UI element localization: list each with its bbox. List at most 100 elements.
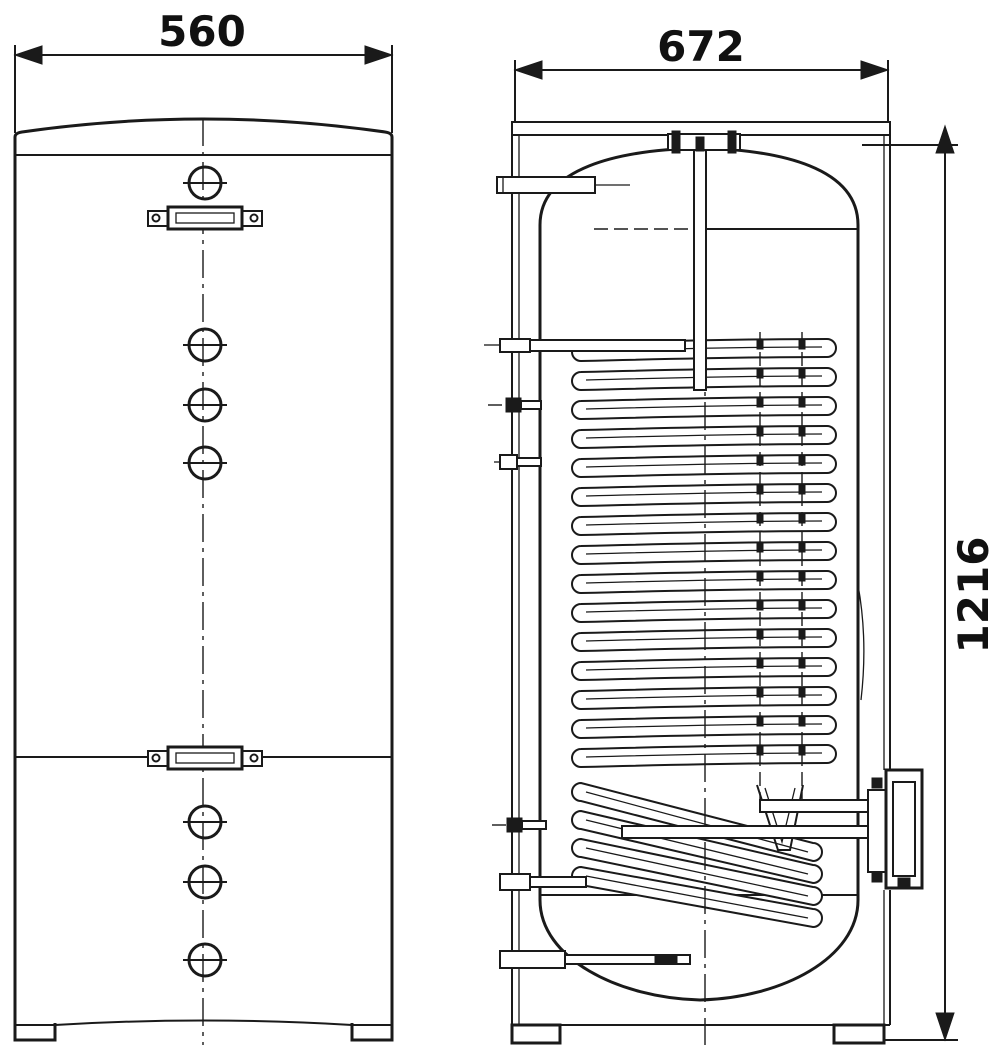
coil-turn	[571, 482, 837, 508]
connection-port	[187, 942, 223, 978]
side-connection-pipes	[484, 176, 691, 969]
connection-port	[187, 327, 223, 363]
coil-support-clamp	[798, 426, 806, 437]
pipe-hot-water-outlet	[496, 176, 596, 194]
height-dimension-arrow-top	[935, 124, 955, 154]
bracket-slot	[175, 752, 235, 764]
heating-element-body	[867, 789, 887, 873]
pipe-lower-sensor-fitting	[506, 817, 523, 833]
coil-turn-slanted-inner-line	[585, 875, 809, 919]
coil-support-clamp	[756, 397, 764, 408]
connection-port	[187, 804, 223, 840]
heating-element-flange	[884, 768, 924, 890]
heat-exchanger-coil	[571, 332, 837, 929]
side-dimension-arrow-left	[513, 60, 543, 80]
top-flange-bolt-right	[727, 130, 737, 154]
coil-turn	[571, 511, 837, 537]
coil-turn-slanted-inner-line	[585, 847, 809, 897]
coil-support-clamp	[798, 658, 806, 669]
coil-turn	[571, 424, 837, 450]
bracket-hole-right	[249, 213, 259, 223]
connection-port	[187, 864, 223, 900]
top-flange-bolt-left	[671, 130, 681, 154]
coil-support-clamp	[756, 455, 764, 466]
sensor-pocket-line	[857, 584, 865, 701]
coil-turn	[571, 685, 837, 711]
connection-port	[187, 445, 223, 481]
pipe-coil-outlet-fitting	[499, 873, 531, 891]
connection-port	[187, 165, 223, 201]
heating-element-terminal	[897, 877, 911, 889]
pipe-coil-inlet-fitting	[499, 338, 531, 353]
heating-element	[621, 768, 924, 890]
coil-support-clamp	[756, 339, 764, 350]
coil-support-clamp	[798, 629, 806, 640]
connection-port	[187, 387, 223, 423]
coil-support-clamp	[756, 484, 764, 495]
coil-support-clamp	[756, 426, 764, 437]
pipe-coil-outlet	[529, 876, 587, 888]
coil-turn	[571, 395, 837, 421]
coil-support-clamp	[798, 687, 806, 698]
bracket-hole-right	[249, 753, 259, 763]
coil-support-clamp	[756, 629, 764, 640]
coil-turn-inner-line	[585, 694, 823, 700]
height-dimension-arrow-bottom	[935, 1012, 955, 1042]
bracket-plate	[166, 745, 244, 771]
coil-turn	[571, 540, 837, 566]
height-dimension: 1216	[862, 124, 998, 1042]
coil-turn-inner-line	[585, 752, 823, 758]
pipe-cold-water-inlet-fitting	[499, 950, 566, 969]
pipe-cold-water-inlet	[564, 954, 691, 965]
coil-support-clamp	[756, 716, 764, 727]
heating-element-cover	[892, 781, 916, 877]
side-width-dimension-label: 672	[657, 22, 745, 71]
coil-turn	[571, 714, 837, 740]
front-mounting-brackets	[147, 205, 263, 771]
coil-support-clamp	[798, 600, 806, 611]
top-flange-nut	[695, 136, 705, 152]
coil-turn	[571, 598, 837, 624]
coil-support-clamp	[756, 542, 764, 553]
side-foot-right	[832, 1023, 886, 1045]
anode-rod	[693, 149, 707, 391]
pipe-coil-inlet	[529, 339, 686, 352]
heating-element-bolt-top	[871, 777, 883, 789]
coil-support-clamp	[798, 339, 806, 350]
coil-support-clamp	[798, 716, 806, 727]
side-foot-left	[510, 1023, 562, 1045]
coil-turn-inner-line	[585, 433, 823, 439]
side-width-dimension: 672	[513, 22, 890, 122]
coil-turn-inner-line	[585, 462, 823, 468]
side-dimension-arrow-right	[860, 60, 890, 80]
height-dimension-label: 1216	[949, 537, 998, 654]
coil-support-clamp	[798, 484, 806, 495]
pipe-cold-water-inlet-thread	[654, 955, 678, 964]
side-view	[484, 121, 924, 1045]
coil-support-clamp	[798, 542, 806, 553]
pipe-sensor-fitting	[499, 454, 518, 470]
coil-turn-slanted-inner-line	[585, 791, 809, 853]
pipe-lower-sensor	[521, 820, 547, 830]
coil-turn-inner-line	[585, 723, 823, 729]
front-width-dimension: 560	[13, 7, 394, 133]
coil-turn-inner-line	[585, 578, 823, 584]
coil-support-clamp	[756, 368, 764, 379]
front-dimension-arrow-left	[13, 45, 43, 65]
pipe-sensor	[516, 457, 542, 467]
coil-turn	[571, 453, 837, 479]
coil-turn-inner-line	[585, 665, 823, 671]
coil-turn-inner-line	[585, 549, 823, 555]
coil-support-clamp	[756, 658, 764, 669]
coil-support-clamp	[756, 600, 764, 611]
coil-turn	[571, 627, 837, 653]
front-width-dimension-label: 560	[158, 7, 246, 56]
heating-element-bolt-bottom	[871, 871, 883, 883]
coil-turn-inner-line	[585, 404, 823, 410]
front-foot-right	[350, 1023, 394, 1042]
bracket-plate	[166, 205, 244, 231]
bracket-hole-left	[151, 753, 161, 763]
front-dimension-arrow-right	[364, 45, 394, 65]
coil-support-clamp	[756, 571, 764, 582]
